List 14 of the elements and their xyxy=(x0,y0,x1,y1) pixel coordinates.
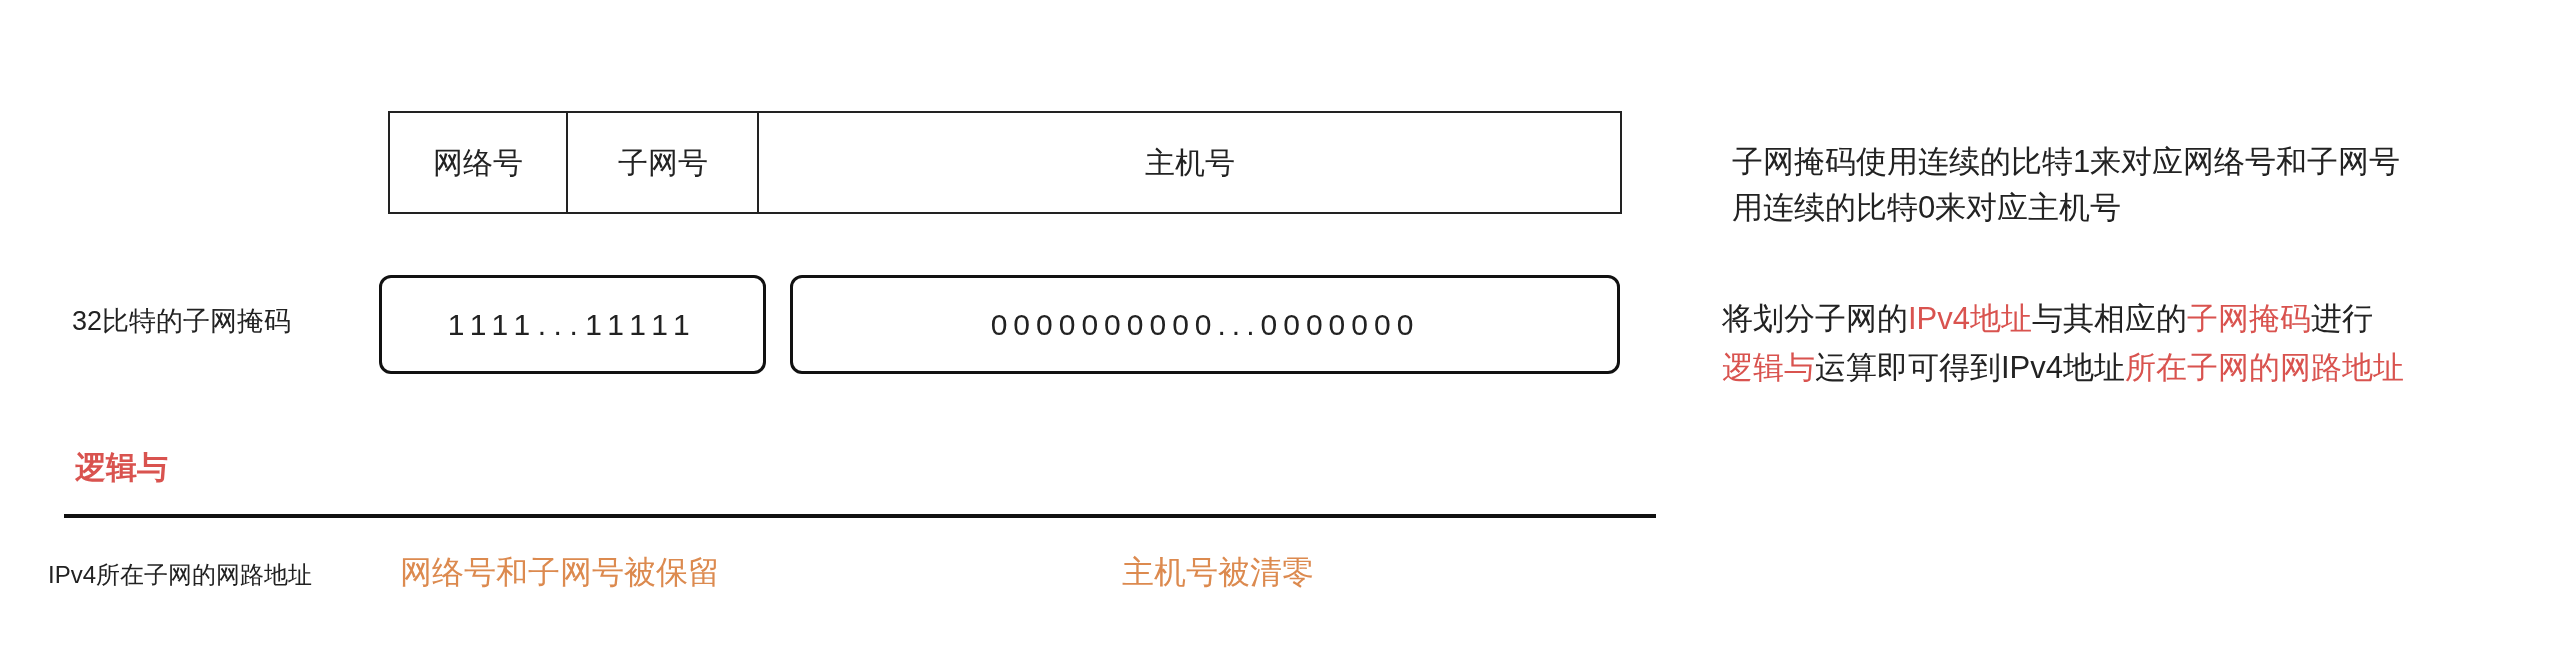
table-cell: 网络号 xyxy=(388,111,568,214)
result-note: 网络号和子网号被保留 xyxy=(400,556,720,588)
row-label: IPv4所在子网的网路地址 xyxy=(48,563,313,587)
note-text: 逻辑与运算即可得到IPv4地址所在子网的网路地址 xyxy=(1722,352,2405,383)
rounded-box: 1111...11111 xyxy=(379,275,766,374)
rounded-box: 0000000000...0000000 xyxy=(790,275,1620,374)
note-text: 子网掩码使用连续的比特1来对应网络号和子网号 xyxy=(1732,146,2401,177)
row-label: 32比特的子网掩码 xyxy=(72,308,292,335)
table-cell: 子网号 xyxy=(566,111,759,214)
table-cell: 主机号 xyxy=(757,111,1622,214)
operation-label: 逻辑与 xyxy=(75,452,168,483)
note-text: 用连续的比特0来对应主机号 xyxy=(1732,192,2122,223)
result-note: 主机号被清零 xyxy=(1122,556,1314,588)
note-text: 将划分子网的IPv4地址与其相应的子网掩码进行 xyxy=(1722,303,2374,334)
